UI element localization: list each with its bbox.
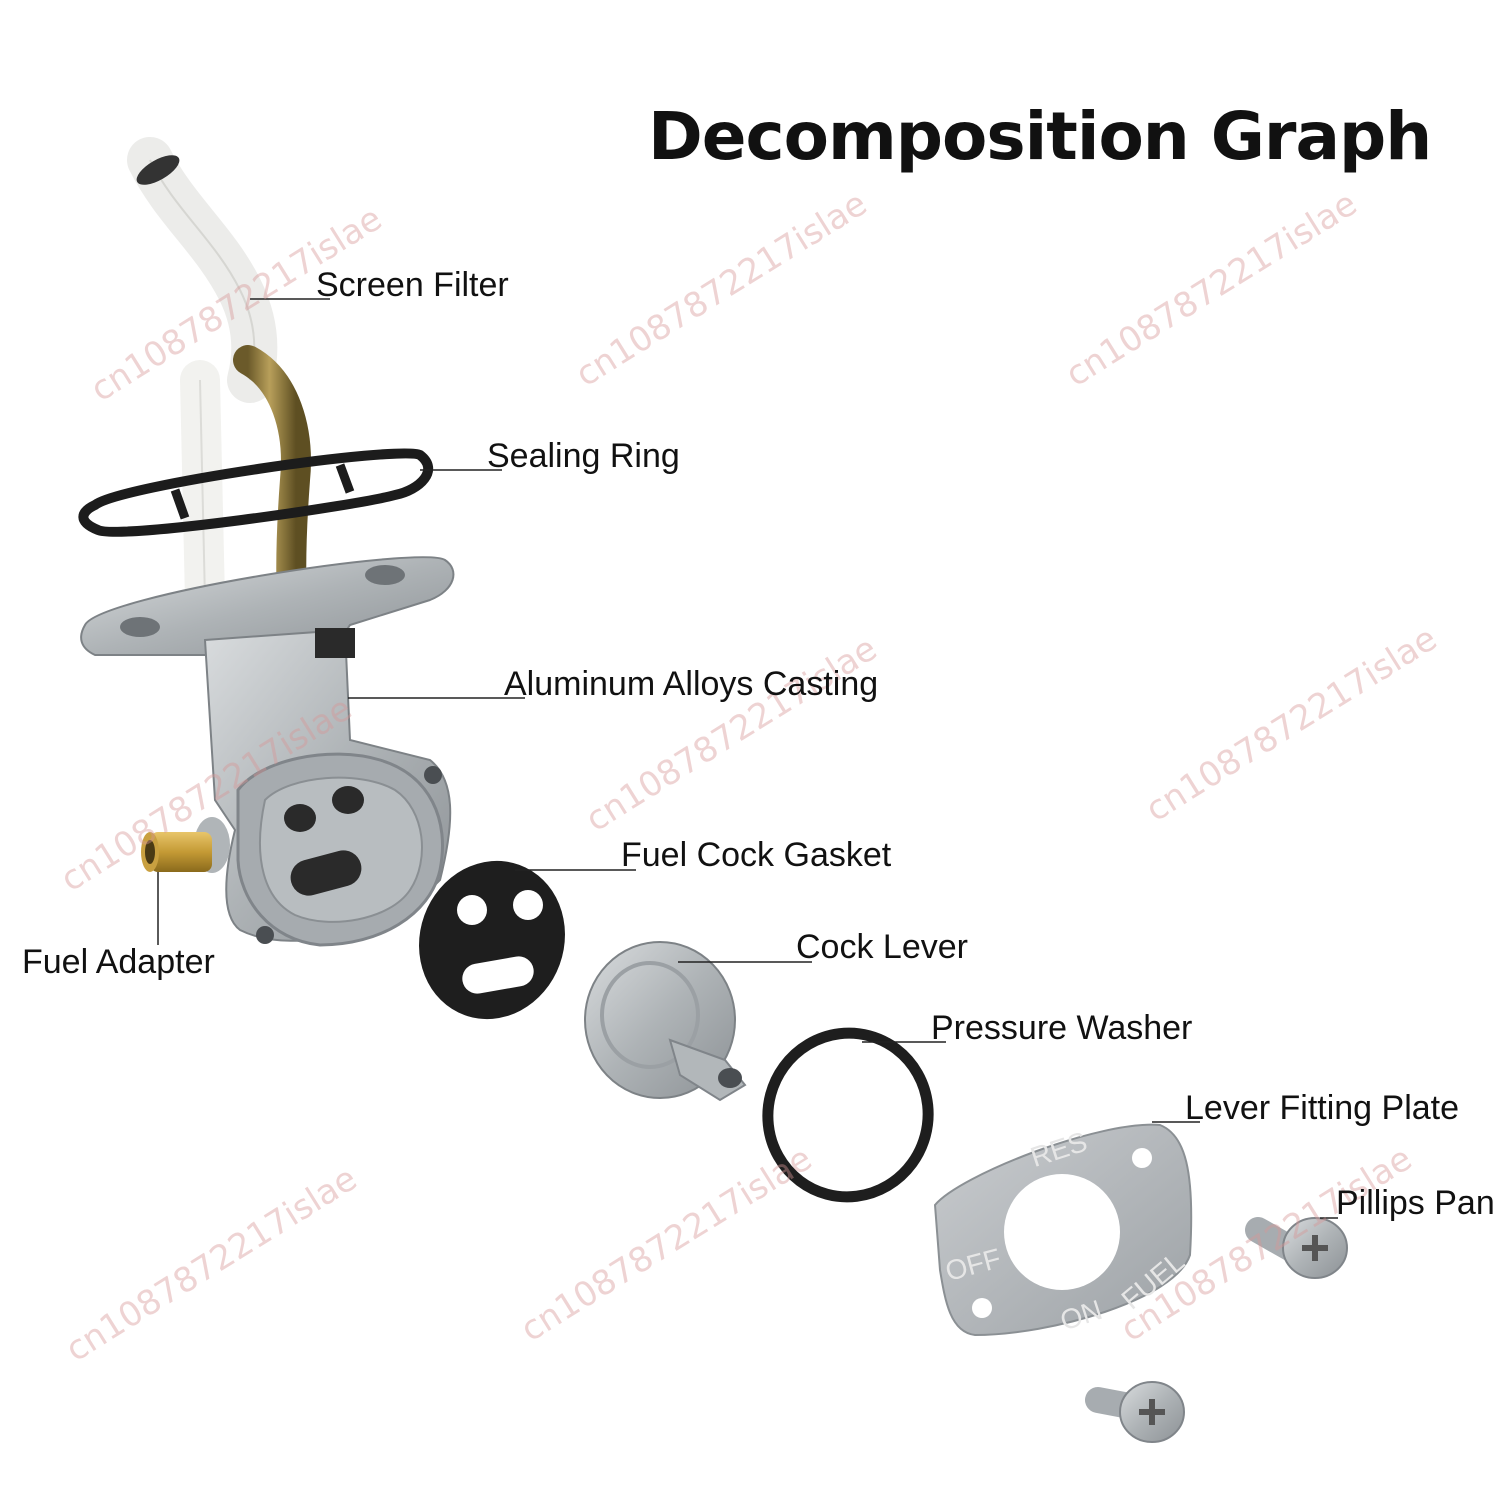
label-fuel-adapter: Fuel Adapter <box>22 943 215 981</box>
label-screen-filter: Screen Filter <box>316 266 509 304</box>
cock-lever-part <box>584 941 747 1102</box>
screen-filter-part <box>127 137 311 620</box>
label-sealing-ring: Sealing Ring <box>487 437 680 475</box>
sealing-ring-part <box>78 448 433 537</box>
label-gasket: Fuel Cock Gasket <box>621 836 892 874</box>
label-casting: Aluminum Alloys Casting <box>504 665 879 703</box>
leader-lines <box>157 298 1338 1219</box>
label-cock-lever: Cock Lever <box>796 928 968 966</box>
fuel-cock-gasket-part <box>419 860 565 1020</box>
pillips-pan-screw-2 <box>1085 1381 1185 1443</box>
fuel-adapter-part <box>141 817 230 873</box>
lever-fitting-plate-part: RES OFF ON FUEL <box>933 1123 1193 1336</box>
pressure-washer-part <box>762 1027 934 1203</box>
aluminum-casting-part <box>80 556 455 947</box>
page-title: Decomposition Graph <box>648 98 1432 175</box>
label-pillips-pan: Pillips Pan <box>1336 1184 1495 1222</box>
label-lever-plate: Lever Fitting Plate <box>1185 1089 1460 1127</box>
label-pressure-washer: Pressure Washer <box>931 1009 1193 1047</box>
pillips-pan-screw-1 <box>1245 1217 1348 1279</box>
